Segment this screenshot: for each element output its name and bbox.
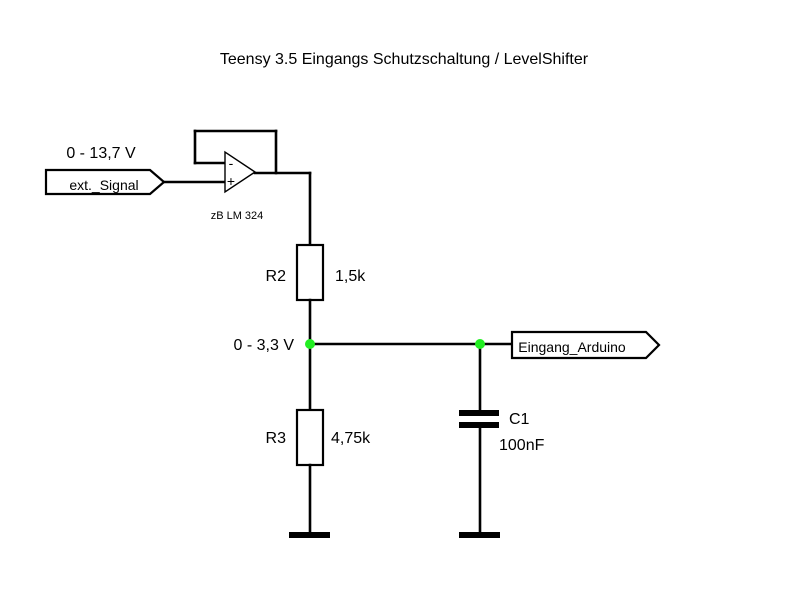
opamp-part-label: zB LM 324 [211,210,264,222]
r2-body [295,243,325,302]
node-voltage-label: 0 - 3,3 V [234,337,295,354]
resistor-r2: R2 1,5k [266,243,366,302]
c1-value-label: 100nF [499,437,545,454]
r3-ref-label: R3 [266,430,287,447]
r3-body [295,408,325,467]
junction-dot-r-node [305,339,315,349]
output-port-label: Eingang_Arduino [518,339,626,355]
opamp-triangle [224,150,257,194]
input-port-label: ext._Signal [69,177,138,193]
r3-value-label: 4,75k [331,430,371,447]
r2-value-label: 1,5k [335,268,366,285]
opamp-plus-sign: + [227,173,235,189]
opamp-buffer: - + zB LM 324 [193,129,278,222]
c1-ref-label: C1 [509,411,530,428]
ground-symbol-right [459,532,500,538]
opamp-minus-sign: - [229,155,234,171]
r2-ref-label: R2 [266,268,287,285]
ground-symbol-left [289,532,330,538]
output-port: Eingang_Arduino [510,330,661,360]
capacitor-c1: C1 100nF [459,342,545,537]
resistor-r3: R3 4,75k [266,408,371,467]
diagram-title: Teensy 3.5 Eingangs Schutzschaltung / Le… [220,51,589,68]
junction-dot-c-node [475,339,485,349]
input-port: ext._Signal [44,168,166,196]
c1-plate-top [459,410,499,416]
output-port-flag [510,330,661,360]
input-voltage-label: 0 - 13,7 V [66,145,136,162]
input-port-flag [44,168,166,196]
c1-plate-bottom [459,422,499,428]
